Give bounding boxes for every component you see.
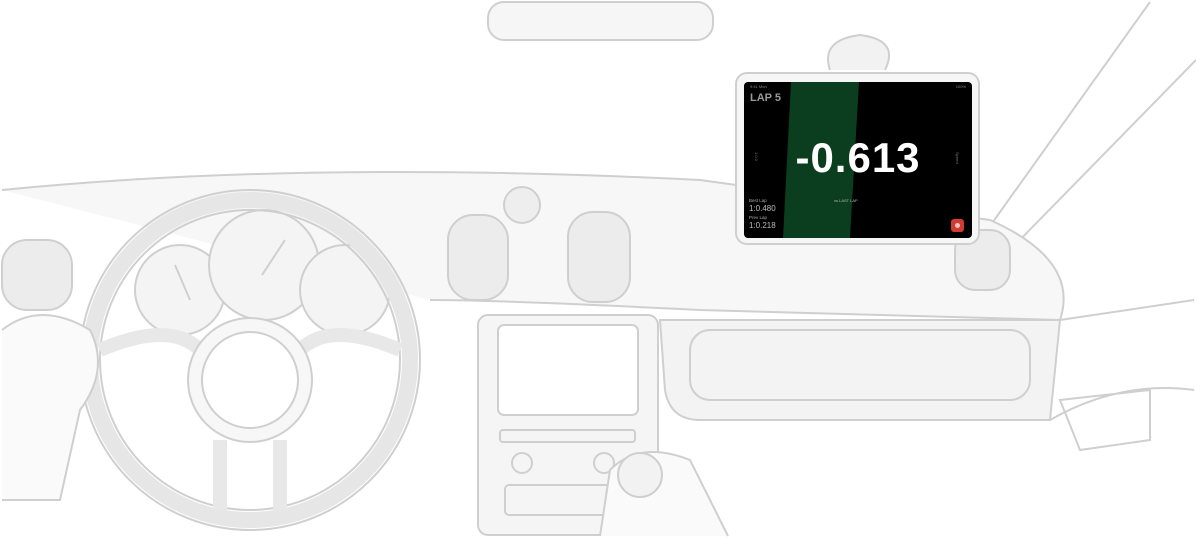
dashboard-lower <box>658 319 1062 421</box>
lap-delta: -0.613 <box>795 134 921 181</box>
glovebox <box>689 329 1031 401</box>
status-time: 9:41 Mon <box>750 84 767 89</box>
door-panel <box>1049 299 1195 452</box>
rearview-mirror <box>487 1 714 41</box>
tablet-mount <box>827 33 891 71</box>
air-vent <box>447 214 509 301</box>
air-vent <box>954 229 1011 291</box>
record-icon[interactable] <box>951 219 964 232</box>
tablet: 9:41 Mon 100% LAP 5 1:0.0 Speed -0.613 v… <box>735 72 980 245</box>
delta-caption: vs LAST LAP <box>834 198 858 203</box>
lap-timer-screen: 9:41 Mon 100% LAP 5 1:0.0 Speed -0.613 v… <box>744 82 972 238</box>
delta-band <box>783 82 859 238</box>
prev-lap-value: 1:0.218 <box>749 221 776 230</box>
lap-title: LAP 5 <box>750 92 781 104</box>
clock <box>503 186 541 224</box>
left-hand <box>1 314 99 501</box>
windshield-pillar <box>979 1 1196 251</box>
air-vent <box>1 239 73 311</box>
side-label-right: Speed <box>955 152 960 164</box>
infotainment-screen <box>497 324 639 416</box>
right-hand <box>599 451 729 537</box>
air-vent <box>567 211 631 303</box>
prev-lap-label: Prev Lap <box>749 215 768 220</box>
climate-knob <box>593 452 615 474</box>
best-lap-value: 1:0.480 <box>749 204 776 213</box>
side-label-left: 1:0.0 <box>754 152 759 161</box>
climate-knob <box>511 452 533 474</box>
best-lap-label: Best Lap <box>749 198 767 203</box>
status-battery: 100% <box>955 84 966 89</box>
